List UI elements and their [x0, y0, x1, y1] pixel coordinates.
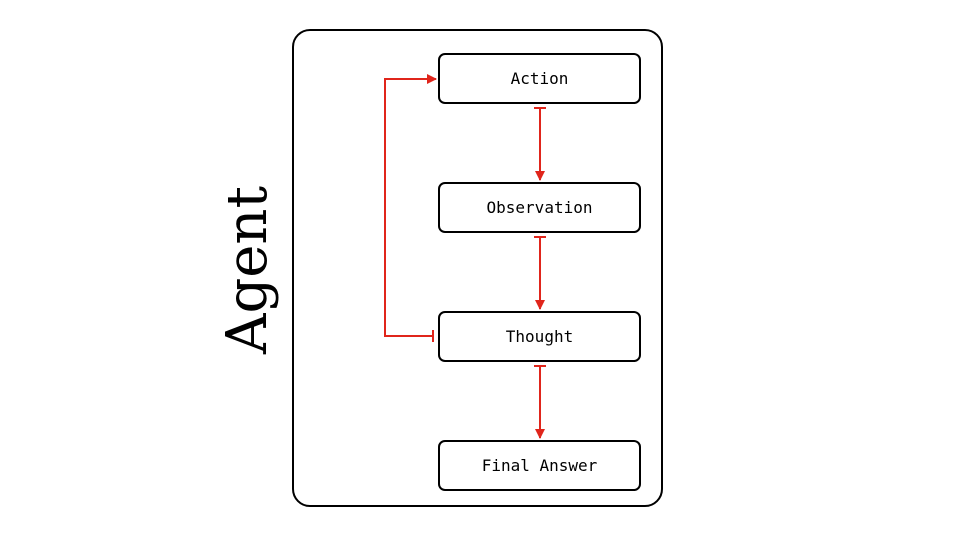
- arrow-thought-to-final-answer: [534, 365, 546, 439]
- observation-box: Observation: [438, 182, 641, 233]
- action-box: Action: [438, 53, 641, 104]
- arrow-observation-to-thought: [534, 236, 546, 310]
- agent-container: [292, 29, 663, 507]
- thought-box: Thought: [438, 311, 641, 362]
- arrow-thought-loop-to-action: [384, 74, 437, 342]
- arrow-action-to-observation: [534, 107, 546, 181]
- final-answer-box: Final Answer: [438, 440, 641, 491]
